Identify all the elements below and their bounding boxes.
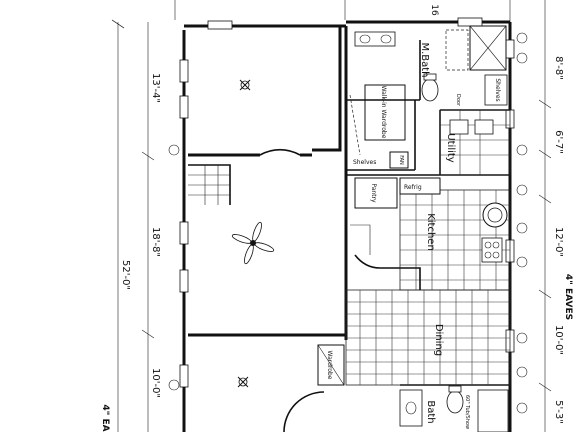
walk-in-wardrobe — [364, 84, 406, 141]
dim-left-total: 52'-0" — [120, 260, 131, 290]
dim-top-16: 16 — [429, 4, 439, 16]
tub-box — [477, 389, 509, 432]
outlets — [168, 32, 528, 414]
dim-right-6-7: 6'-7" — [553, 130, 564, 154]
interior-walls — [188, 26, 510, 432]
light-fixture-icon — [237, 376, 249, 388]
left-dimension-lines — [111, 19, 155, 432]
kitchen-counter — [354, 254, 421, 290]
eaves-right-label: 4" EAVES — [563, 274, 573, 320]
label-fan: FAN — [398, 155, 404, 165]
range-icon — [481, 237, 503, 263]
toilet-icon — [446, 385, 464, 414]
label-walkin-wardrobe: Walk-in Wardrobe — [380, 86, 387, 139]
room-label-utility: Utility — [445, 133, 456, 162]
wardrobe-lower — [317, 344, 345, 386]
label-shelves-2: Shelves — [494, 78, 501, 101]
room-label-mbath: M.Bath — [419, 42, 430, 77]
right-dimension-lines — [509, 0, 552, 432]
sink-icon — [354, 31, 396, 47]
label-wardrobe: Wardrobe — [326, 351, 333, 380]
dim-right-10-0: 10'-0" — [553, 325, 564, 355]
label-door: Door — [455, 94, 461, 107]
label-pantry: Pantry — [370, 183, 377, 203]
light-fixture-icon — [239, 79, 251, 91]
dim-right-5-3: 5'-3" — [553, 400, 564, 424]
ceiling-fan-icon — [231, 221, 275, 265]
dim-right-12-0: 12'-0" — [553, 227, 564, 257]
room-label-bath: Bath — [425, 400, 436, 423]
dim-right-8-8: 8'-8" — [553, 56, 564, 80]
label-tub-shower: 60" Tub/Show — [464, 395, 470, 429]
room-label-dining: Dining — [433, 324, 444, 356]
eaves-bottom-label: 4" EA — [100, 404, 110, 431]
room-label-kitchen: Kitchen — [425, 213, 436, 251]
pantry-box — [354, 177, 398, 209]
label-refrig: Refrig — [404, 184, 422, 191]
water-heater-icon — [482, 202, 508, 228]
sink-icon — [399, 389, 423, 427]
label-shelves: Shelves — [353, 159, 376, 166]
fan-box — [389, 151, 409, 169]
dim-left-18-8: 18'-8" — [150, 227, 161, 257]
refrig-box — [399, 177, 441, 195]
dim-left-10-0: 10'-0" — [150, 368, 161, 398]
dim-left-13-4: 13'-4" — [150, 73, 161, 103]
toilet-icon — [421, 73, 439, 102]
stair — [188, 165, 230, 205]
